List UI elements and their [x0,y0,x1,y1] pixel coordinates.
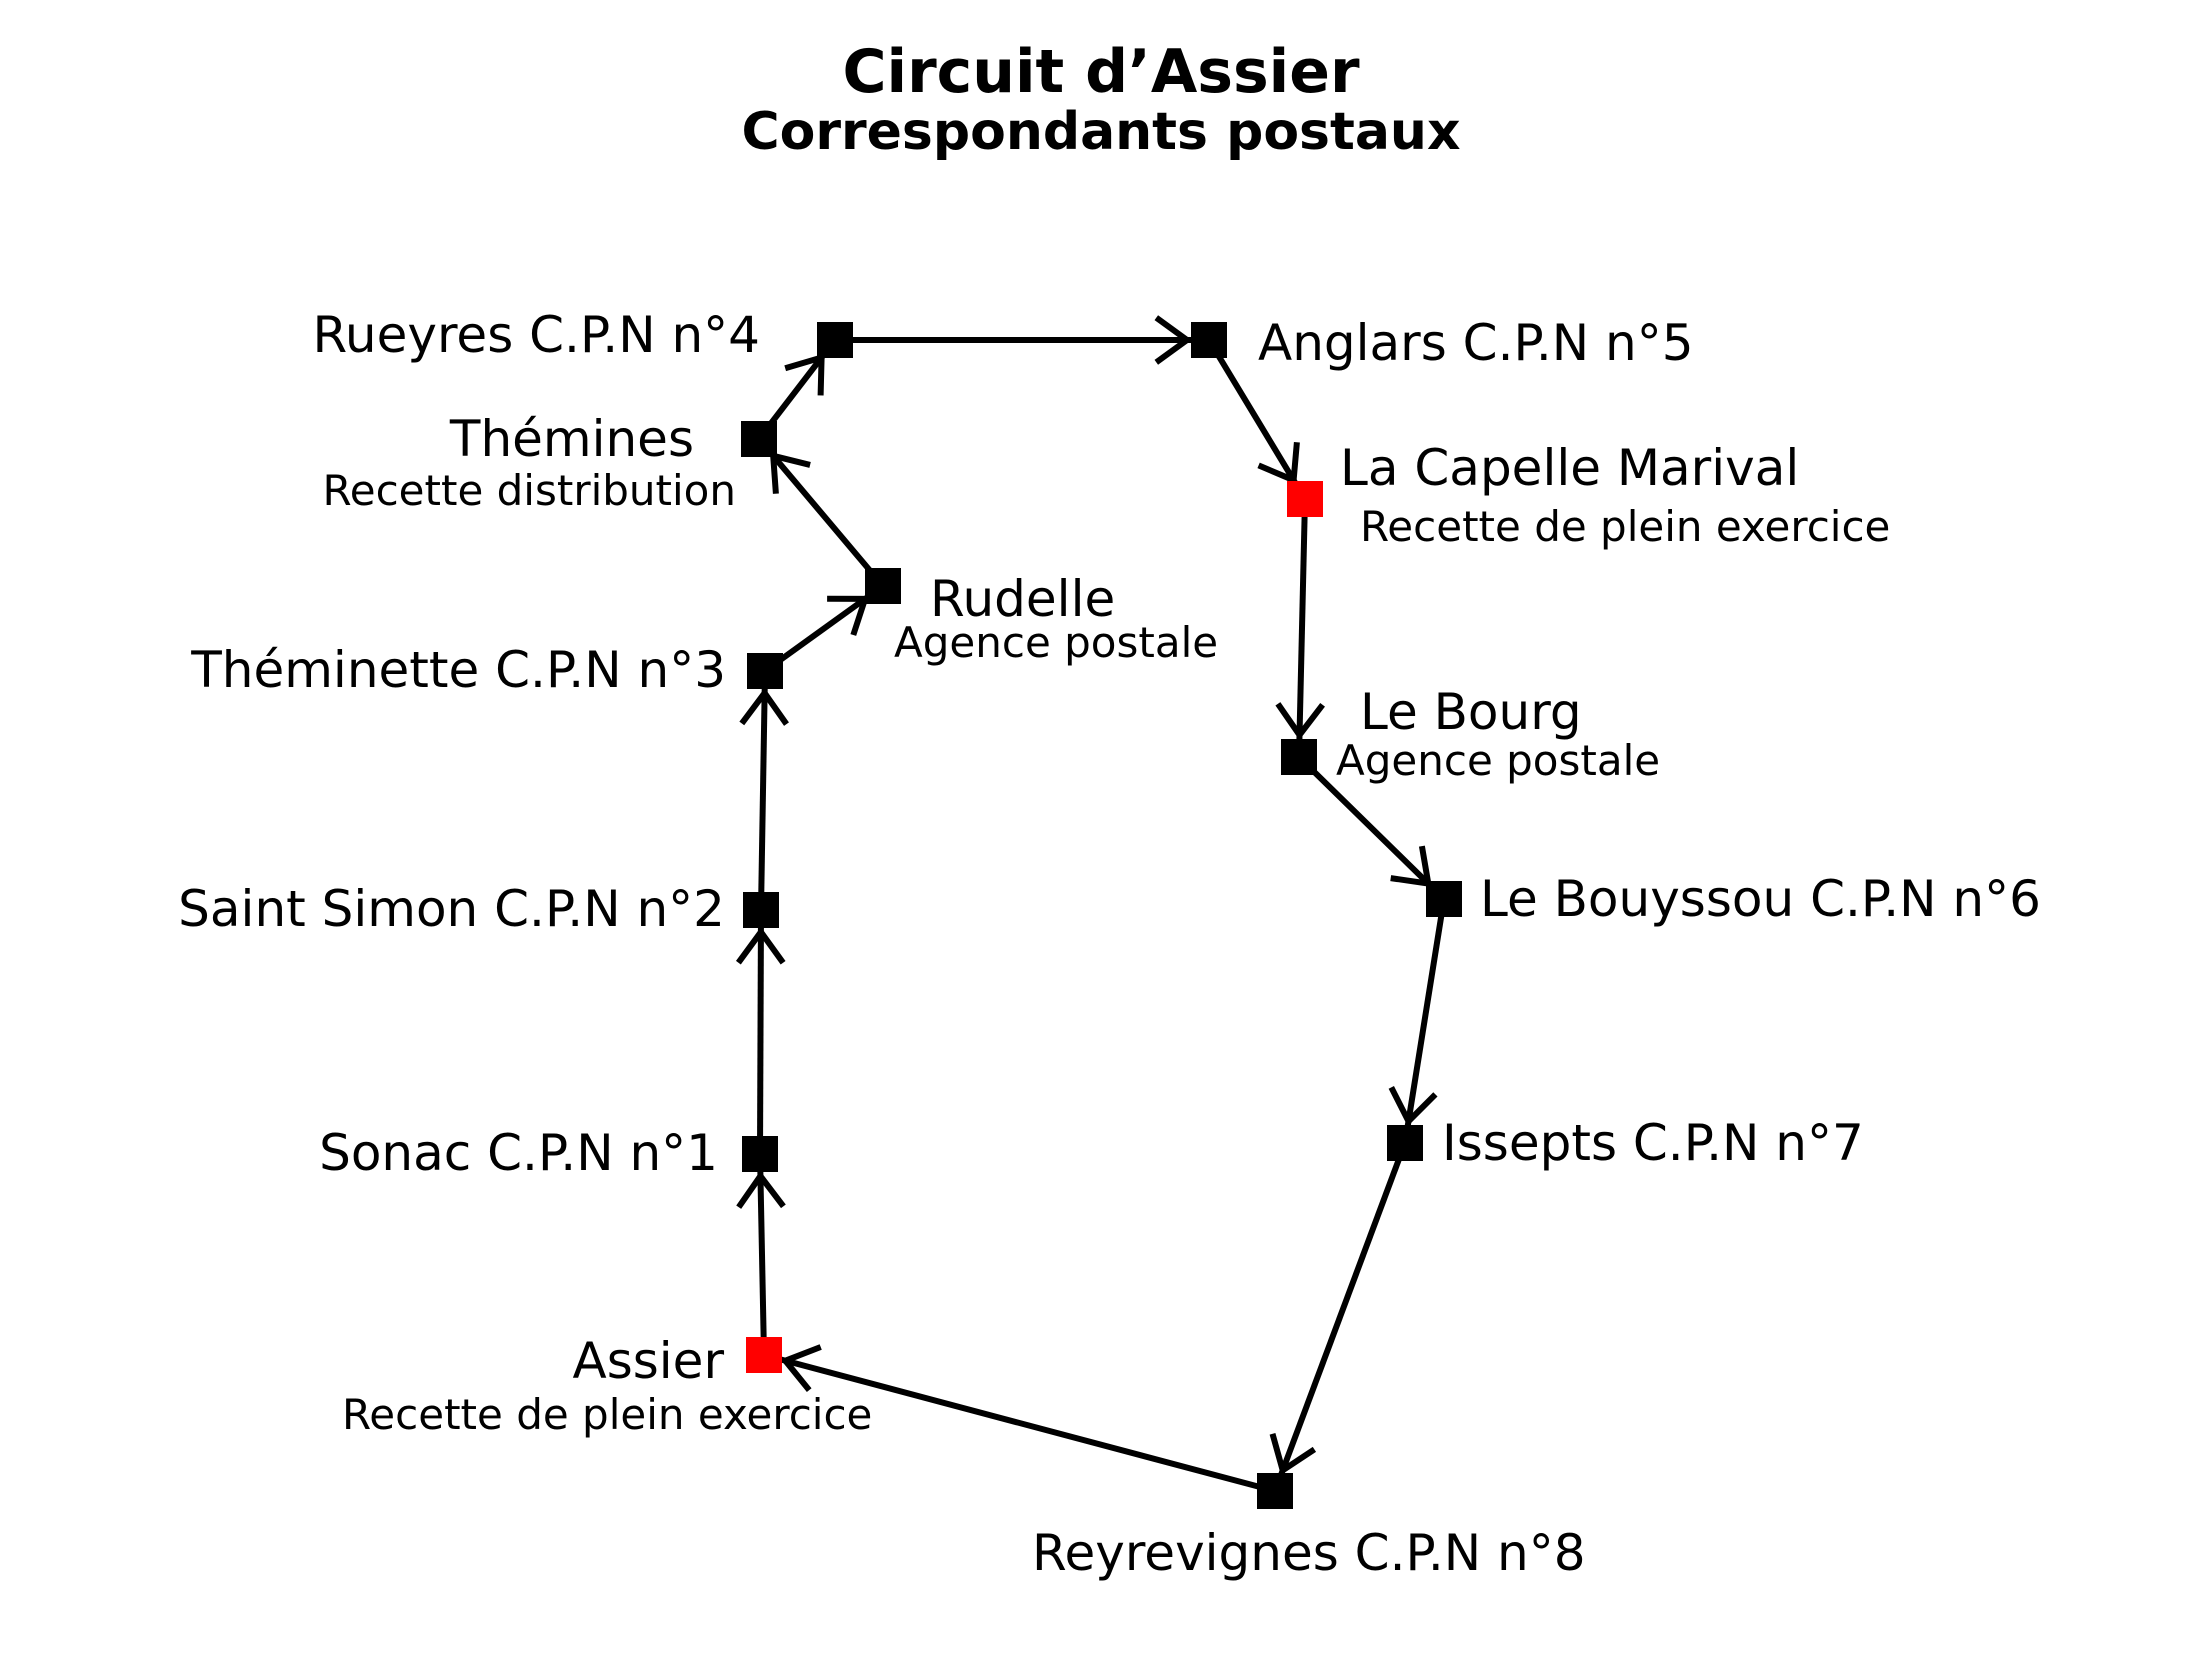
edge-line [758,670,768,911]
arrowhead-icon [1269,1432,1317,1476]
label-la-capelle-name: La Capelle Marival [1340,439,1800,497]
label-assier-name: Assier [572,1332,724,1390]
edge-line [1296,498,1308,758]
node-issepts [1387,1125,1423,1161]
node-le-bouyssou [1426,881,1462,917]
edge-issepts-to-reyrevignes [1269,1141,1408,1493]
edges-layer [735,315,1447,1494]
edge-assier-to-sonac [736,1153,786,1356]
label-assier-sub: Recette de plein exercice [342,1390,873,1439]
edge-line [757,1153,767,1356]
label-le-bouyssou-name: Le Bouyssou C.P.N n°6 [1480,870,2041,928]
label-saint-simon-name: Saint Simon C.P.N n°2 [178,880,725,938]
label-le-bourg-sub: Agence postale [1336,736,1661,785]
label-rudelle-name: Rudelle [930,570,1116,628]
label-issepts-name: Issepts C.P.N n°7 [1442,1114,1864,1172]
edge-saint-simon-to-theminette [739,670,789,911]
label-reyrevignes-name: Reyrevignes C.P.N n°8 [1032,1524,1586,1582]
edge-line [763,1352,1276,1494]
arrowhead-icon [736,1170,786,1209]
node-rueyres [817,322,853,358]
edge-line [1206,338,1308,501]
edge-rudelle-to-themines [756,437,886,588]
diagram-subtitle: Correspondants postaux [741,102,1461,162]
node-sonac [742,1136,778,1172]
label-rudelle-sub: Agence postale [894,618,1219,667]
edge-line [757,909,764,1155]
edge-line [1272,1141,1408,1493]
edge-le-bouyssou-to-issepts [1388,898,1447,1144]
edge-la-capelle-to-le-bourg [1275,498,1325,758]
arrowhead-icon [1388,1086,1438,1127]
node-anglars [1191,322,1227,358]
node-le-bourg [1281,739,1317,775]
node-rudelle [865,568,901,604]
arrowhead-icon [780,1344,822,1392]
node-theminette [747,653,783,689]
node-saint-simon [743,892,779,928]
label-le-bourg-name: Le Bourg [1360,683,1582,741]
label-rueyres-name: Rueyres C.P.N n°4 [312,306,760,364]
edge-line [1402,898,1447,1144]
arrowhead-icon [739,687,789,726]
diagram-title: Circuit d’Assier [842,37,1360,107]
label-theminette-name: Théminette C.P.N n°3 [191,641,726,699]
label-themines-sub: Recette distribution [322,466,736,515]
node-la-capelle [1287,481,1323,517]
edge-anglars-to-la-capelle [1206,338,1308,501]
edge-sonac-to-saint-simon [735,909,786,1155]
node-reyrevignes [1257,1473,1293,1509]
label-la-capelle-sub: Recette de plein exercice [1360,502,1891,551]
nodes-layer [741,322,1462,1509]
label-anglars-name: Anglars C.P.N n°5 [1258,314,1694,372]
node-themines [741,421,777,457]
label-sonac-name: Sonac C.P.N n°1 [319,1124,718,1182]
arrowhead-icon [1275,702,1325,741]
edge-line [1296,754,1447,902]
label-themines-name: Thémines [449,410,694,468]
edge-line [756,437,886,588]
edge-reyrevignes-to-assier [763,1344,1276,1494]
arrowhead-icon [735,926,786,965]
arrowhead-icon [1257,442,1300,485]
node-assier [746,1337,782,1373]
edge-rueyres-to-anglars [835,315,1209,365]
arrowhead-icon [1154,315,1193,365]
